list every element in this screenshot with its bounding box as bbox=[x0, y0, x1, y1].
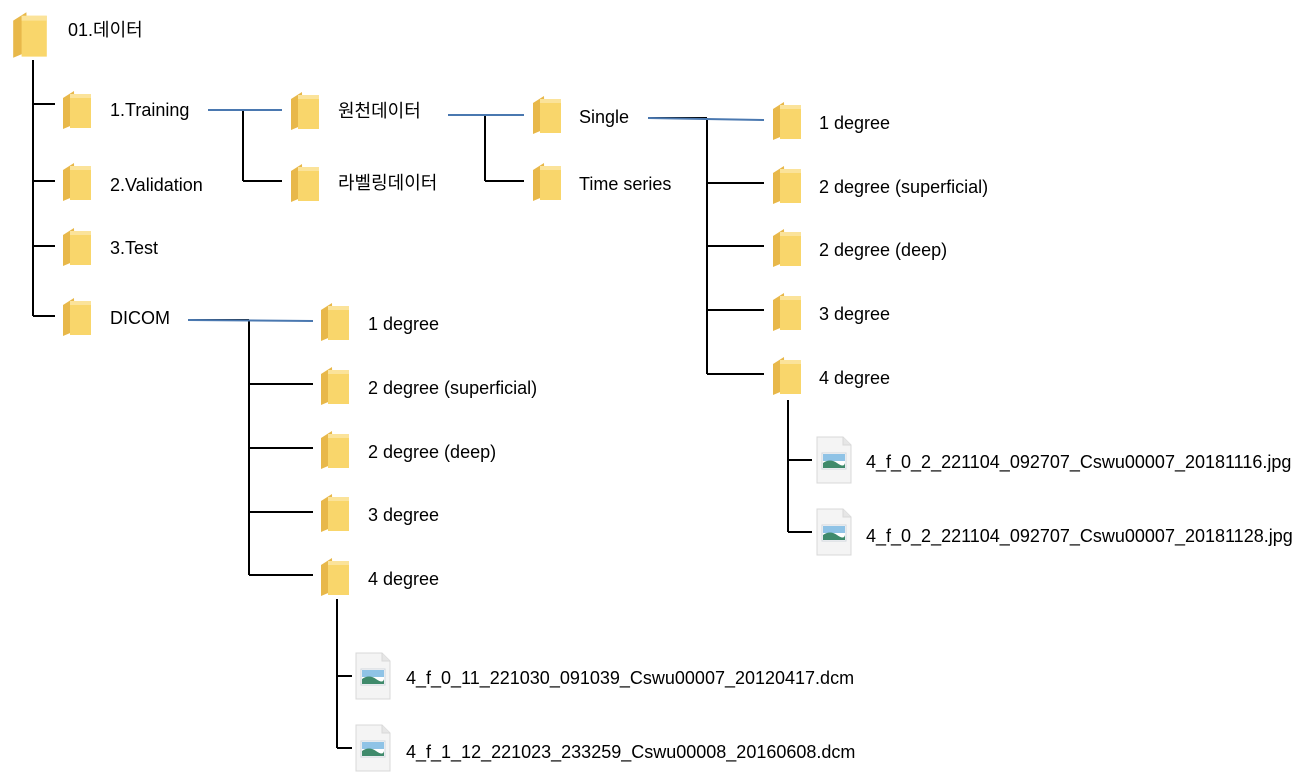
folder-label: 4 degree bbox=[368, 569, 440, 589]
folder-icon bbox=[321, 494, 349, 532]
folder-label: 2.Validation bbox=[110, 175, 203, 195]
folder-icon bbox=[773, 357, 801, 395]
folder-icon bbox=[321, 431, 349, 469]
folder-label: Time series bbox=[579, 174, 672, 194]
folder-icon bbox=[291, 164, 319, 202]
folder-label: DICOM bbox=[110, 308, 170, 328]
folder-label: Single bbox=[579, 107, 630, 127]
folder-label: 1.Training bbox=[110, 100, 190, 120]
folder-icon bbox=[533, 96, 561, 134]
folder-icon bbox=[321, 303, 349, 341]
folder-icon bbox=[63, 298, 91, 336]
folder-label: 원천데이터 bbox=[338, 101, 421, 121]
folder-icon bbox=[291, 92, 319, 130]
image-file-icon bbox=[355, 652, 391, 700]
folder-icon bbox=[773, 293, 801, 331]
folder-icon bbox=[63, 228, 91, 266]
image-file-icon bbox=[816, 508, 852, 556]
folder-label: 01.데이터 bbox=[68, 20, 143, 40]
folder-label: 2 degree (deep) bbox=[819, 240, 948, 260]
folder-icon bbox=[63, 163, 91, 201]
folder-label: 3 degree bbox=[368, 505, 440, 525]
folder-label: 2 degree (superficial) bbox=[819, 177, 989, 197]
folder-icon bbox=[63, 91, 91, 129]
image-file-icon bbox=[816, 436, 852, 484]
folder-label: 1 degree bbox=[819, 113, 891, 133]
folder-icon bbox=[773, 229, 801, 267]
file-label: 4_f_0_2_221104_092707_Cswu00007_20181128… bbox=[866, 526, 1293, 546]
folder-icon bbox=[13, 12, 47, 58]
folder-label: 3.Test bbox=[110, 238, 159, 258]
folder-icon bbox=[533, 163, 561, 201]
folder-label: 라벨링데이터 bbox=[338, 173, 438, 193]
file-label: 4_f_1_12_221023_233259_Cswu00008_2016060… bbox=[406, 742, 856, 762]
folder-icon bbox=[773, 166, 801, 204]
folder-icon bbox=[321, 558, 349, 596]
folder-icon bbox=[773, 102, 801, 140]
file-label: 4_f_0_2_221104_092707_Cswu00007_20181116… bbox=[866, 452, 1292, 472]
folder-icon bbox=[321, 367, 349, 405]
file-label: 4_f_0_11_221030_091039_Cswu00007_2012041… bbox=[406, 668, 855, 688]
image-file-icon bbox=[355, 724, 391, 772]
folder-label: 2 degree (deep) bbox=[368, 442, 497, 462]
folder-label: 3 degree bbox=[819, 304, 891, 324]
link-line bbox=[647, 117, 765, 121]
folder-label: 1 degree bbox=[368, 314, 440, 334]
folder-label: 2 degree (superficial) bbox=[368, 378, 538, 398]
link-line bbox=[187, 319, 314, 322]
folder-label: 4 degree bbox=[819, 368, 891, 388]
